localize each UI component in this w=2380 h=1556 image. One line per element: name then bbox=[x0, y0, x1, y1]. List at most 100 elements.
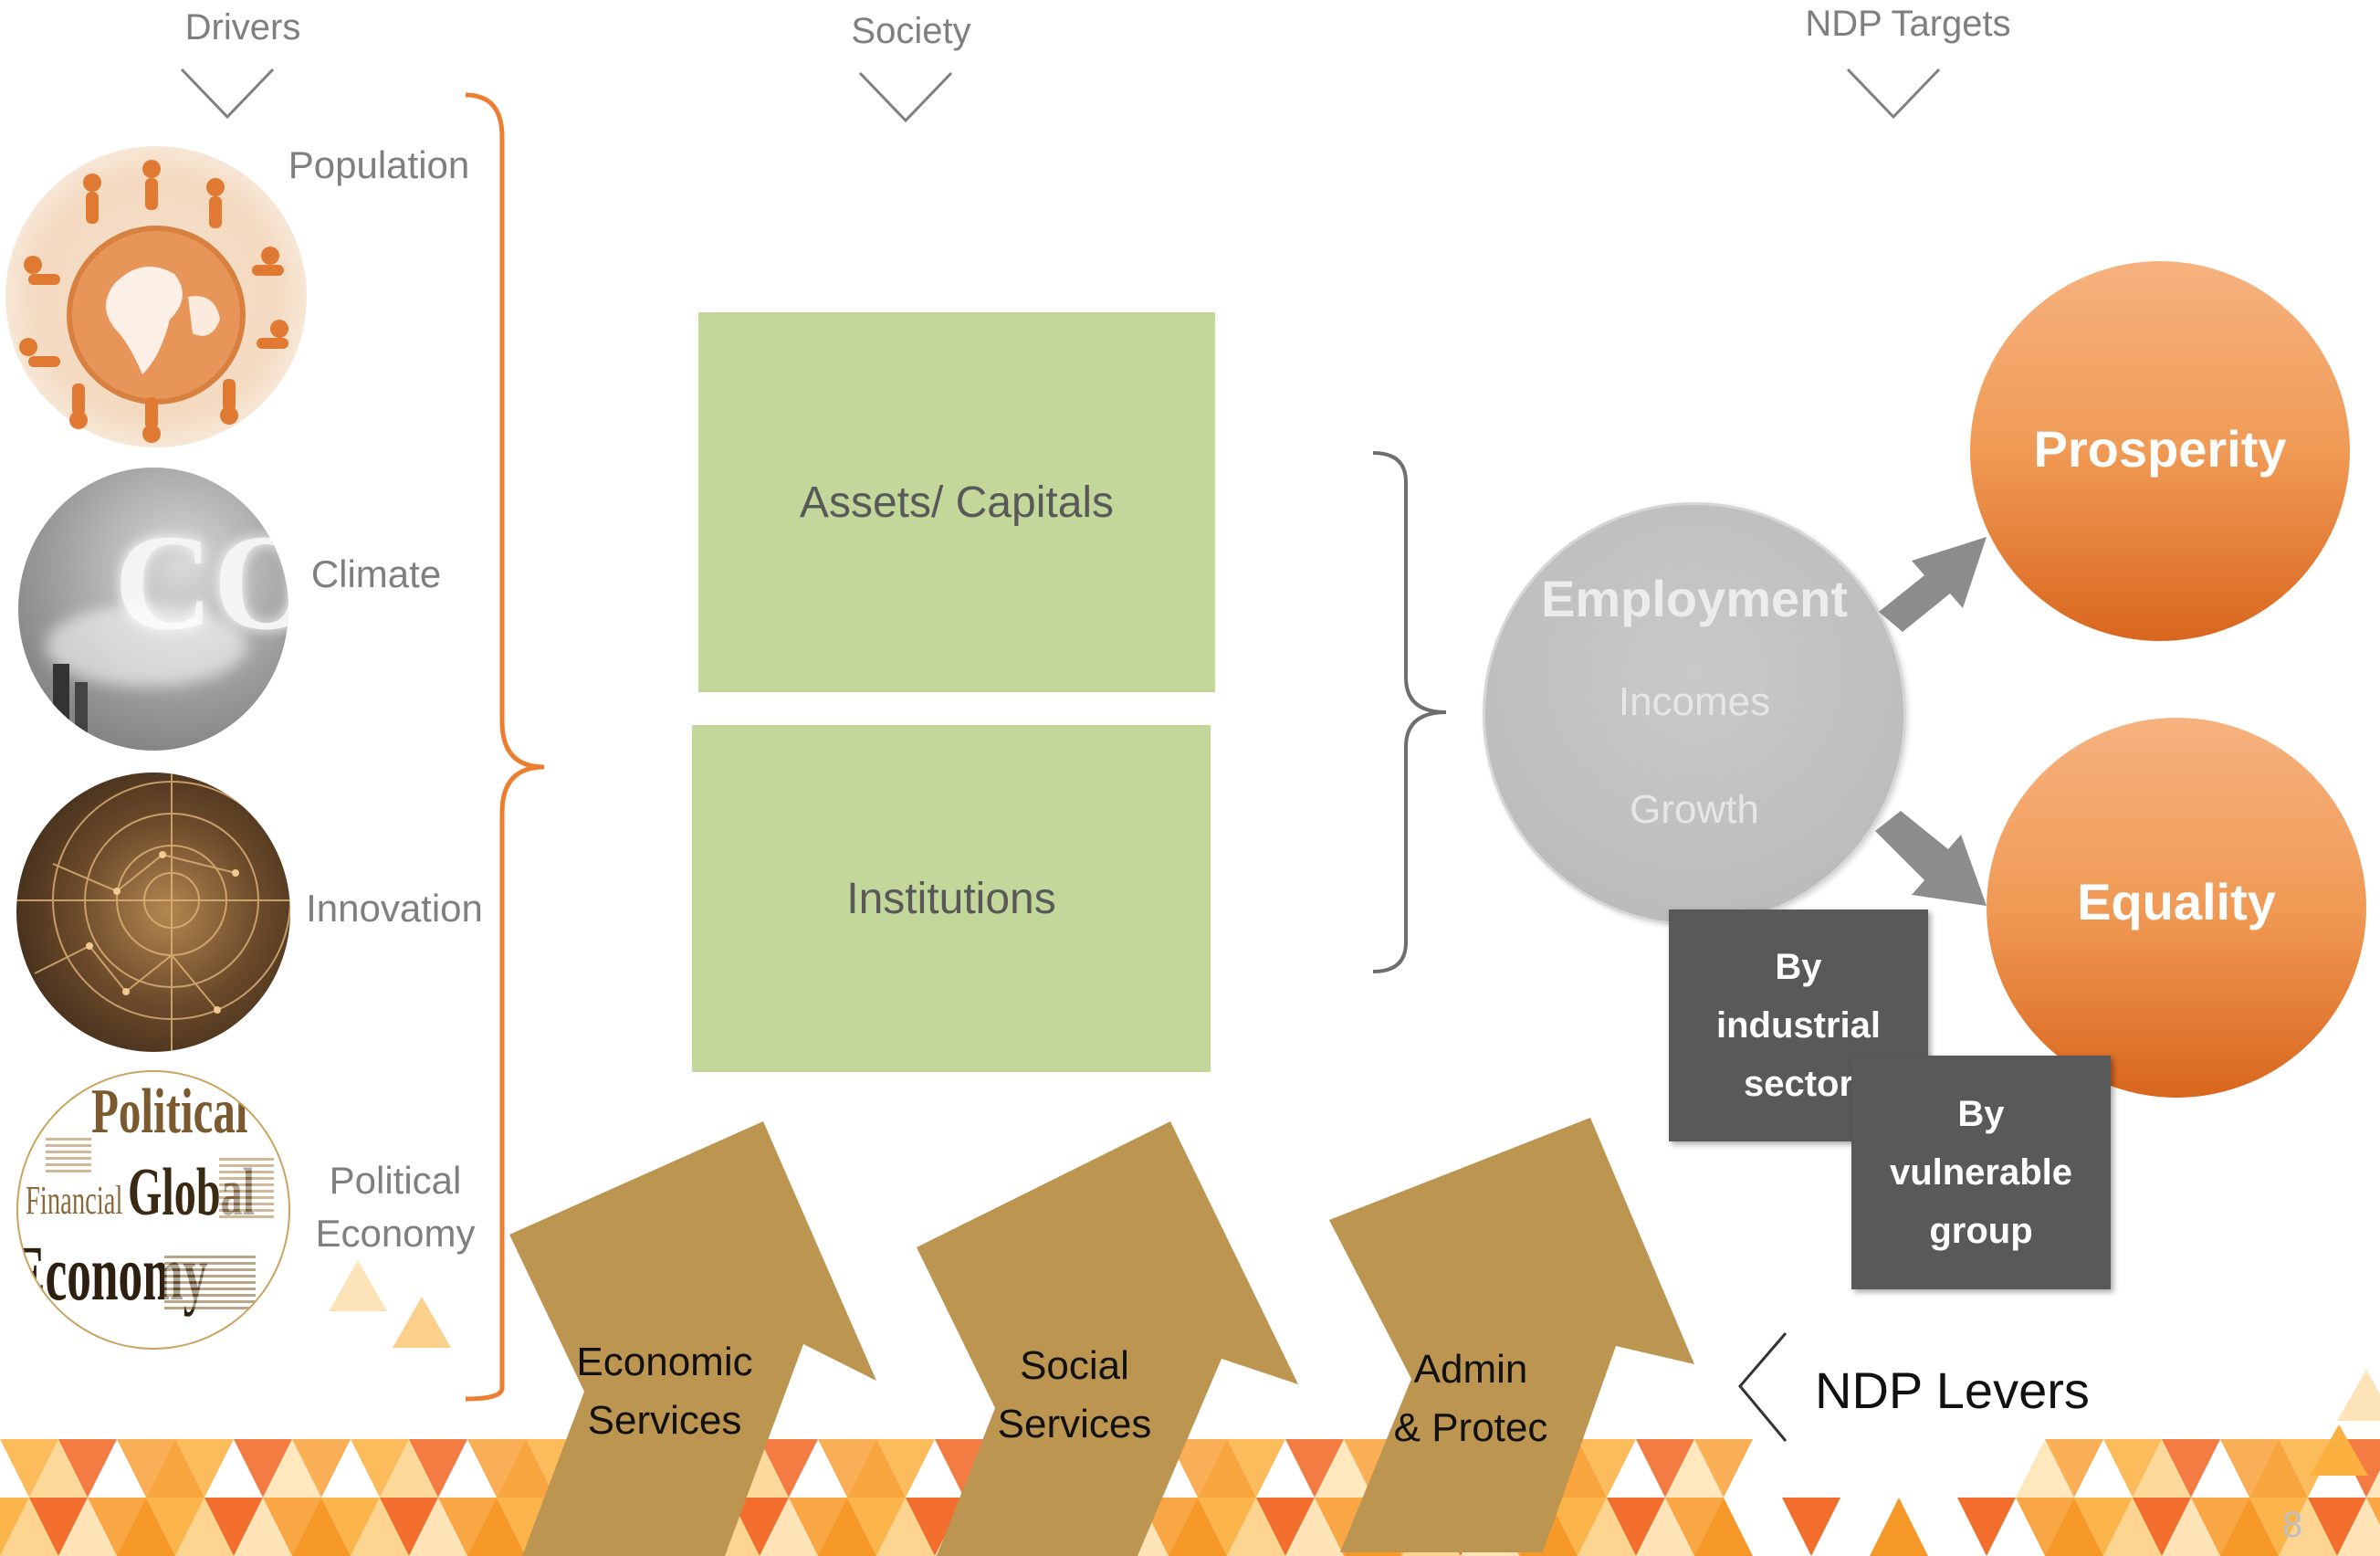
decorative-triangle bbox=[2103, 1439, 2162, 1498]
decorative-triangle bbox=[2308, 1498, 2366, 1556]
decorative-triangle bbox=[2133, 1439, 2191, 1498]
social-line1: Social bbox=[1020, 1343, 1129, 1388]
social-services-label: Social Services bbox=[970, 1337, 1180, 1454]
decorative-triangle bbox=[2337, 1370, 2380, 1421]
decorative-triangle bbox=[730, 1498, 789, 1556]
decorative-triangle bbox=[1578, 1439, 1636, 1498]
climate-image: CO2 bbox=[18, 468, 288, 751]
assets-capitals-label: Assets/ Capitals bbox=[799, 478, 1115, 527]
decorative-triangle bbox=[146, 1498, 204, 1556]
decorative-triangle bbox=[234, 1498, 292, 1556]
chevron-left-icon bbox=[1738, 1332, 1788, 1442]
drivers-brace bbox=[465, 92, 545, 1402]
decorative-triangle bbox=[2045, 1439, 2103, 1498]
industrial-line3: sector bbox=[1743, 1064, 1854, 1104]
social-line2: Services bbox=[997, 1402, 1152, 1446]
decorative-triangle bbox=[467, 1498, 526, 1556]
decorative-triangle bbox=[58, 1439, 117, 1498]
decorative-triangle bbox=[29, 1498, 88, 1556]
decorative-triangle bbox=[0, 1498, 58, 1556]
decorative-triangle bbox=[818, 1498, 876, 1556]
decorative-triangle bbox=[2366, 1470, 2380, 1498]
decorative-triangle bbox=[329, 1260, 387, 1311]
decorative-triangle bbox=[117, 1439, 175, 1498]
arrow-to-equality bbox=[1875, 811, 1987, 906]
decorative-triangle bbox=[906, 1498, 964, 1556]
decorative-triangle bbox=[175, 1439, 234, 1498]
economic-services-label: Economic Services bbox=[548, 1333, 781, 1450]
decorative-triangle bbox=[1694, 1439, 1753, 1498]
decorative-triangle bbox=[789, 1498, 847, 1556]
decorative-triangle bbox=[380, 1498, 438, 1556]
decorative-triangle bbox=[1169, 1439, 1227, 1498]
decorative-triangle bbox=[204, 1498, 263, 1556]
employment-title: Employment bbox=[1540, 569, 1849, 627]
decorative-triangle bbox=[58, 1498, 117, 1556]
driver-label-political: Political bbox=[329, 1159, 462, 1202]
decorative-triangle bbox=[2074, 1498, 2133, 1556]
decorative-triangle bbox=[876, 1498, 935, 1556]
decorative-triangle bbox=[1256, 1498, 1315, 1556]
employment-incomes: Incomes bbox=[1618, 678, 1771, 724]
innovation-image bbox=[16, 773, 290, 1052]
driver-label-innovation: Innovation bbox=[306, 887, 483, 930]
decorative-triangle bbox=[1636, 1439, 1694, 1498]
decorative-triangle bbox=[175, 1498, 234, 1556]
industrial-line1: By bbox=[1775, 947, 1822, 987]
decorative-triangle bbox=[117, 1498, 175, 1556]
decorative-triangle bbox=[1665, 1439, 1724, 1498]
decorative-triangle bbox=[1548, 1498, 1607, 1556]
institutions-label: Institutions bbox=[846, 874, 1056, 923]
header-society: Society bbox=[851, 11, 971, 51]
page-number: 8 bbox=[2282, 1505, 2303, 1545]
decorative-triangle bbox=[467, 1439, 526, 1498]
header-ndp-targets: NDP Targets bbox=[1805, 4, 2011, 44]
decorative-triangle bbox=[321, 1498, 380, 1556]
vulnerable-line2: vulnerable bbox=[1889, 1152, 2073, 1193]
admin-line2: & Protec bbox=[1393, 1405, 1548, 1450]
social-services-arrow bbox=[917, 1121, 1298, 1556]
decorative-triangle bbox=[351, 1439, 409, 1498]
prosperity-label: Prosperity bbox=[2033, 419, 2287, 478]
economic-services-arrow bbox=[509, 1121, 876, 1556]
decorative-triangle bbox=[2016, 1439, 2074, 1498]
decorative-triangle bbox=[88, 1498, 146, 1556]
decorative-triangle bbox=[847, 1498, 906, 1556]
by-vulnerable-group-box: By vulnerable group bbox=[1851, 1056, 2111, 1289]
assets-capitals-box: Assets/ Capitals bbox=[698, 312, 1215, 692]
decorative-triangle bbox=[2103, 1498, 2162, 1556]
decorative-triangle bbox=[409, 1498, 467, 1556]
decorative-triangle bbox=[2133, 1498, 2191, 1556]
decorative-triangle bbox=[2249, 1498, 2308, 1556]
driver-label-economy: Economy bbox=[315, 1212, 476, 1255]
driver-label-political-economy: Political Economy bbox=[299, 1154, 491, 1260]
decorative-triangle bbox=[2162, 1439, 2220, 1498]
decorative-triangle bbox=[409, 1439, 467, 1498]
decorative-triangle bbox=[2045, 1498, 2103, 1556]
decorative-triangle bbox=[351, 1498, 409, 1556]
word-financial: Financial bbox=[26, 1178, 123, 1223]
decorative-triangle bbox=[1227, 1498, 1285, 1556]
word-political: Political bbox=[91, 1077, 248, 1147]
employment-circle: Employment Incomes Growth bbox=[1483, 502, 1906, 926]
decorative-triangle bbox=[0, 1439, 58, 1498]
vulnerable-line3: group bbox=[1929, 1211, 2033, 1251]
decorative-triangle bbox=[876, 1439, 935, 1498]
decorative-triangle bbox=[760, 1439, 818, 1498]
decorative-triangle bbox=[292, 1498, 351, 1556]
chevron-down-icon bbox=[180, 68, 275, 120]
decorative-triangle bbox=[380, 1439, 438, 1498]
header-drivers: Drivers bbox=[184, 7, 301, 47]
decorative-triangle bbox=[393, 1297, 451, 1348]
admin-protection-arrow bbox=[1329, 1118, 1694, 1552]
employment-growth: Growth bbox=[1630, 786, 1759, 832]
institutions-box: Institutions bbox=[692, 725, 1211, 1072]
admin-protection-label: Admin & Protec bbox=[1366, 1340, 1576, 1457]
economic-line1: Economic bbox=[576, 1340, 753, 1384]
admin-line1: Admin bbox=[1413, 1347, 1528, 1392]
decorative-triangle bbox=[2249, 1439, 2308, 1498]
decorative-triangle bbox=[1285, 1439, 1344, 1498]
decorative-triangle bbox=[1665, 1498, 1724, 1556]
decorative-triangle bbox=[2337, 1498, 2380, 1556]
decorative-triangle bbox=[292, 1439, 351, 1498]
